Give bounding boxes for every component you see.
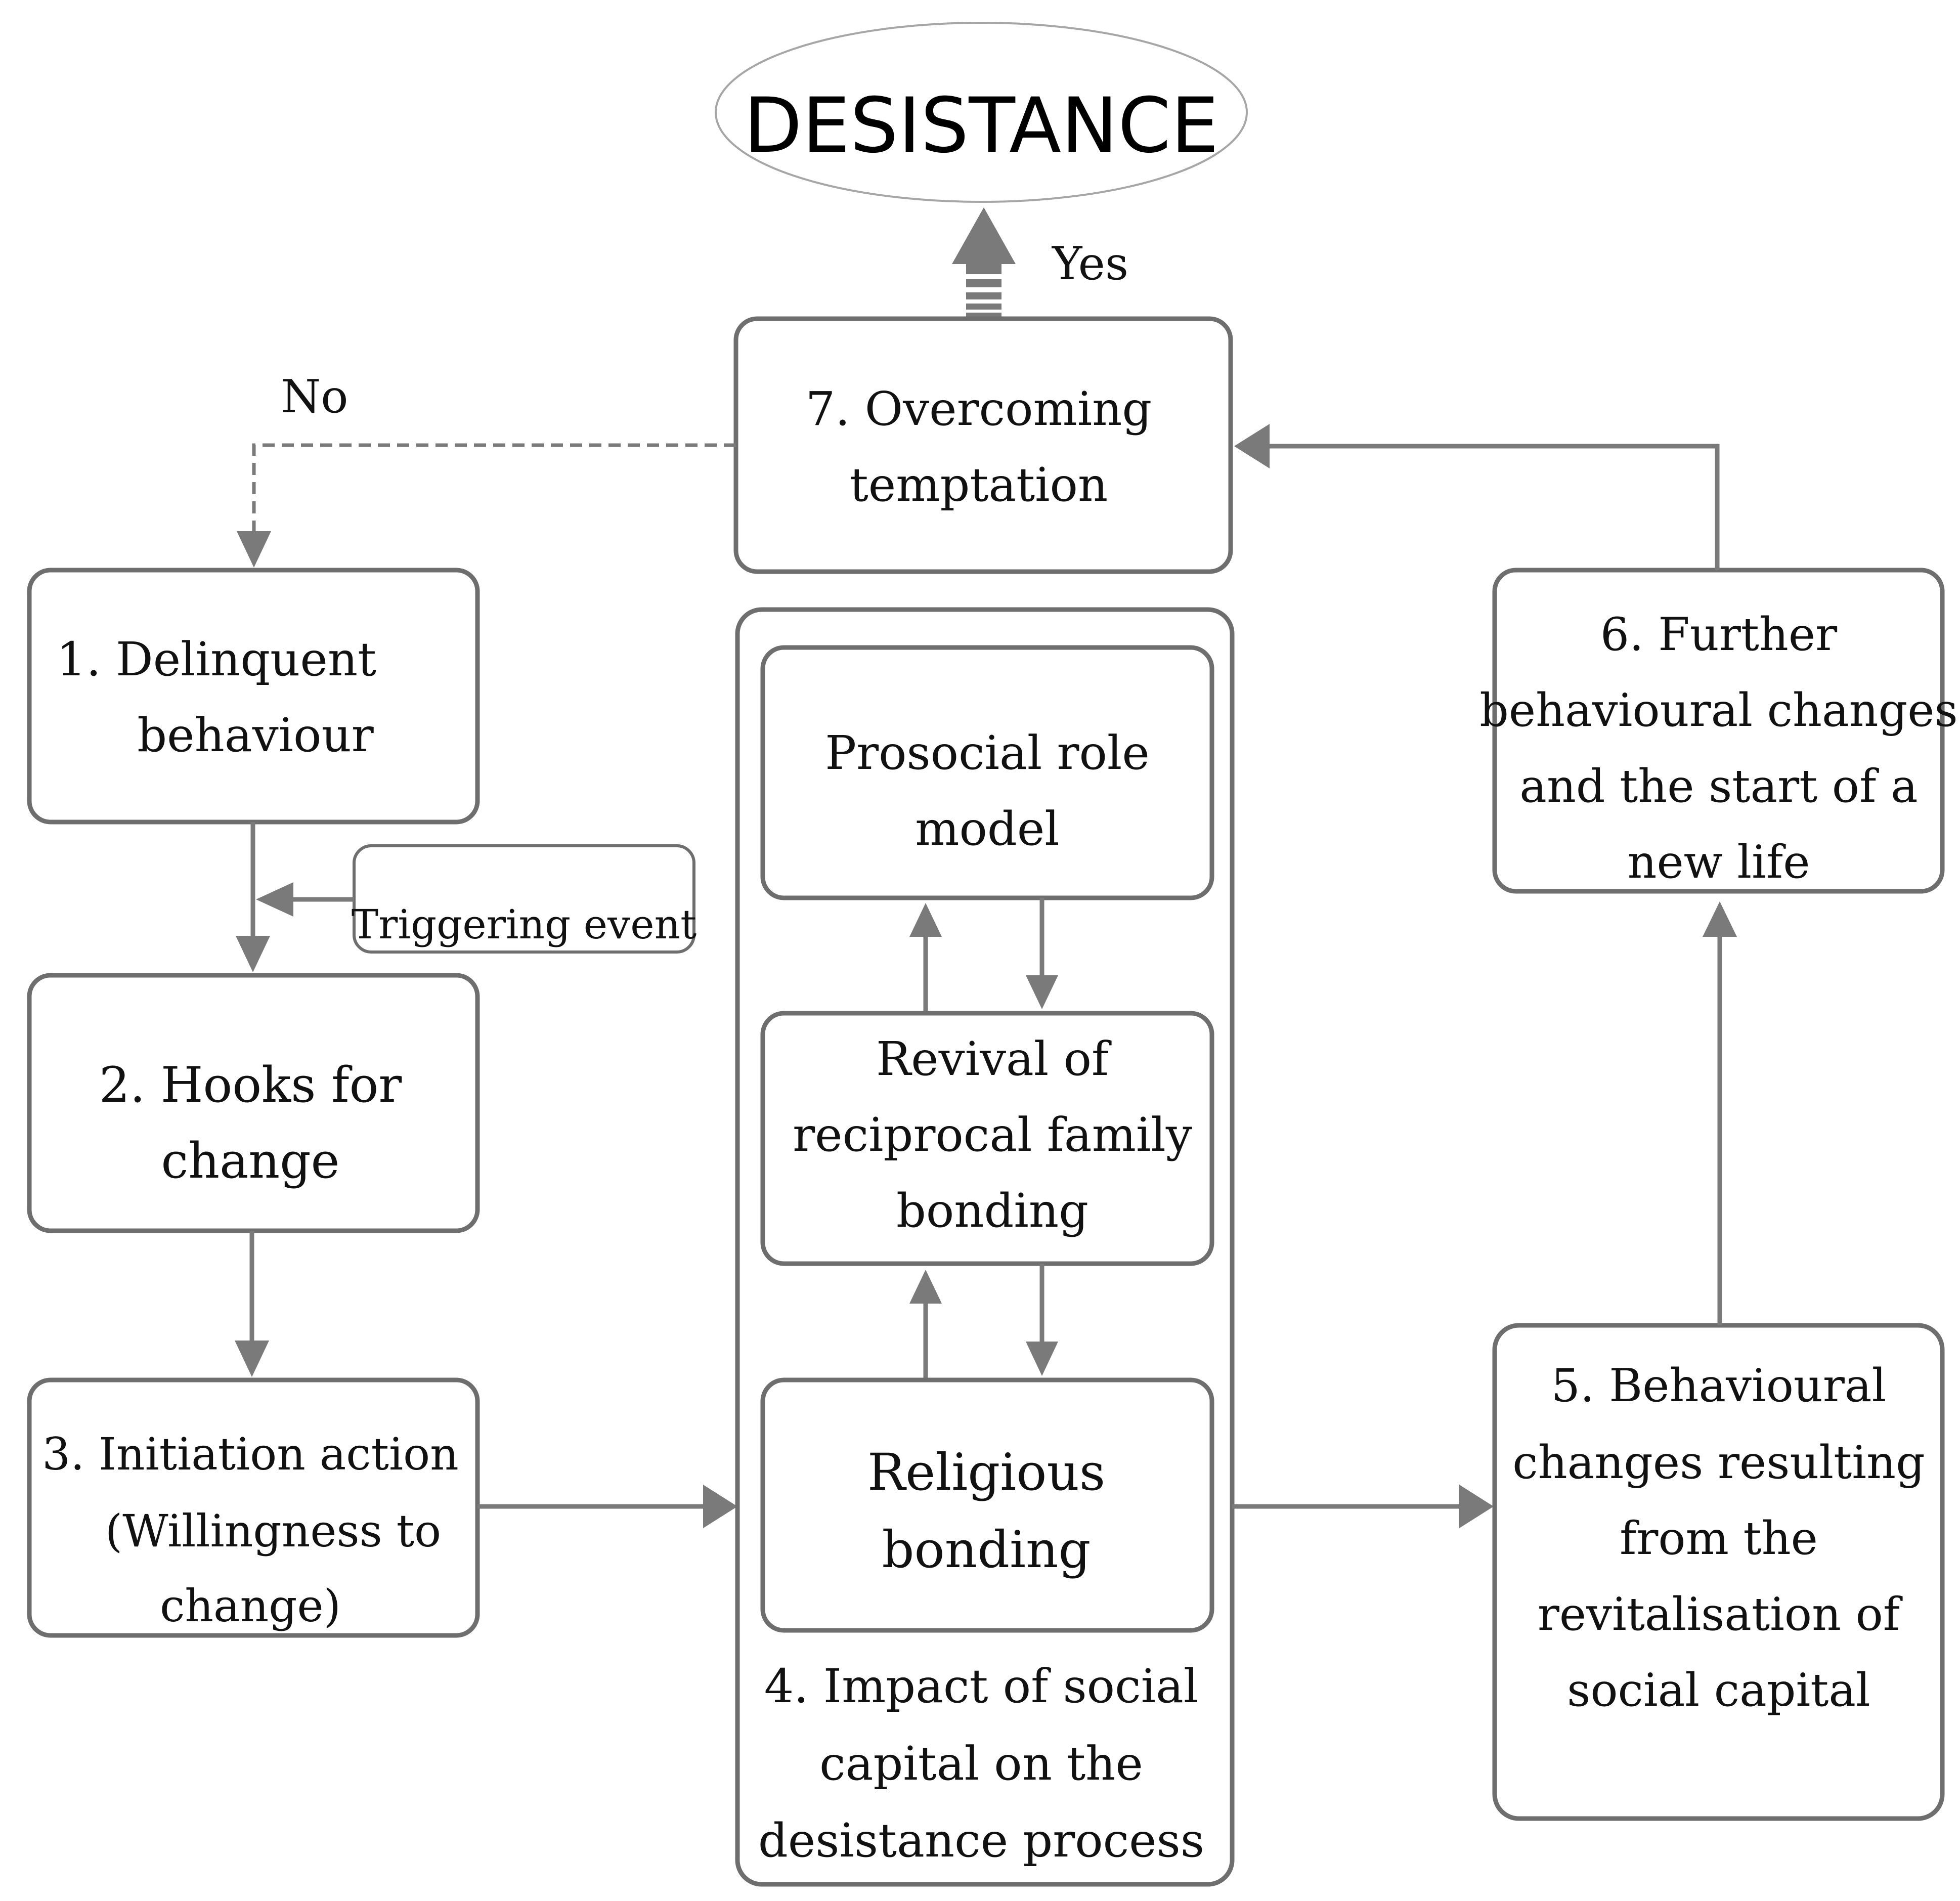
step2-line1: 2. Hooks for	[99, 1057, 402, 1113]
step1-line2: behaviour	[137, 708, 373, 762]
step3-line2: (Willingness to	[105, 1505, 441, 1557]
step7-line2: temptation	[850, 458, 1108, 512]
step6-line3: and the start of a	[1519, 760, 1918, 813]
no-dashed-connector	[237, 443, 736, 568]
step3-initiation-action: 3. Initiation action (Willingness to cha…	[27, 1377, 480, 1638]
connector-role-family	[909, 898, 1058, 1013]
step5-line5: social capital	[1567, 1664, 1870, 1717]
step3-line3: change)	[160, 1580, 341, 1632]
triggering-event: Triggering event	[352, 844, 697, 954]
yes-label: Yes	[1051, 237, 1128, 290]
step5-line3: from the	[1620, 1512, 1818, 1565]
religious-bonding-line2: bonding	[882, 1520, 1091, 1579]
family-bonding-line1: Revival of	[876, 1032, 1112, 1086]
step2-line2: change	[161, 1133, 340, 1189]
step3-line1: 3. Initiation action	[42, 1428, 459, 1480]
connector-step2-step3	[235, 1231, 269, 1377]
religious-bonding-line1: Religious	[867, 1443, 1105, 1502]
step1-delinquent-behaviour: 1. Delinquent behaviour	[27, 568, 480, 825]
no-label: No	[281, 370, 349, 423]
family-bonding: Revival of reciprocal family bonding	[760, 1011, 1214, 1266]
step5-line2: changes resulting	[1512, 1436, 1925, 1489]
step2-hooks-for-change: 2. Hooks for change	[27, 973, 480, 1233]
role-model-line2: model	[915, 802, 1059, 856]
step5-line1: 5. Behavioural	[1551, 1359, 1887, 1412]
triggering-event-label: Triggering event	[352, 901, 697, 948]
step6-line1: 6. Further	[1600, 608, 1838, 661]
step5-behavioural-changes: 5. Behavioural changes resulting from th…	[1492, 1323, 1945, 1821]
step5-line4: revitalisation of	[1538, 1588, 1903, 1641]
step1-line1: 1. Delinquent	[57, 632, 376, 686]
step7-line1: 7. Overcoming	[806, 382, 1152, 436]
step6-line4: new life	[1627, 836, 1810, 889]
prosocial-role-model: Prosocial role model	[760, 645, 1214, 900]
family-bonding-line2: reciprocal family	[793, 1108, 1192, 1162]
step4-line1: 4. Impact of social	[764, 1659, 1199, 1713]
family-bonding-line3: bonding	[896, 1184, 1088, 1238]
desistance-goal: DESISTANCE	[715, 22, 1248, 203]
step4-line2: capital on the	[819, 1737, 1143, 1791]
step4-line3: desistance process	[758, 1813, 1204, 1868]
connector-step6-step7	[1234, 424, 1720, 570]
desistance-label: DESISTANCE	[744, 82, 1218, 170]
step4-social-capital-container: Prosocial role model Revival of reciproc…	[735, 607, 1235, 1887]
step6-line2: behavioural changes	[1479, 684, 1957, 737]
connector-family-religious	[909, 1264, 1058, 1380]
connector-step1-step2	[236, 822, 270, 972]
connector-step3-step4	[477, 1485, 737, 1528]
religious-bonding: Religious bonding	[760, 1377, 1214, 1633]
step7-overcoming-temptation: 7. Overcoming temptation	[733, 316, 1233, 574]
step6-further-changes: 6. Further behavioural changes and the s…	[1479, 568, 1958, 894]
connector-trigger	[256, 882, 354, 917]
yes-arrow	[952, 207, 1016, 317]
role-model-line1: Prosocial role	[825, 726, 1150, 780]
connector-step4-step5	[1232, 1485, 1494, 1528]
connector-step5-step6	[1703, 901, 1737, 1325]
